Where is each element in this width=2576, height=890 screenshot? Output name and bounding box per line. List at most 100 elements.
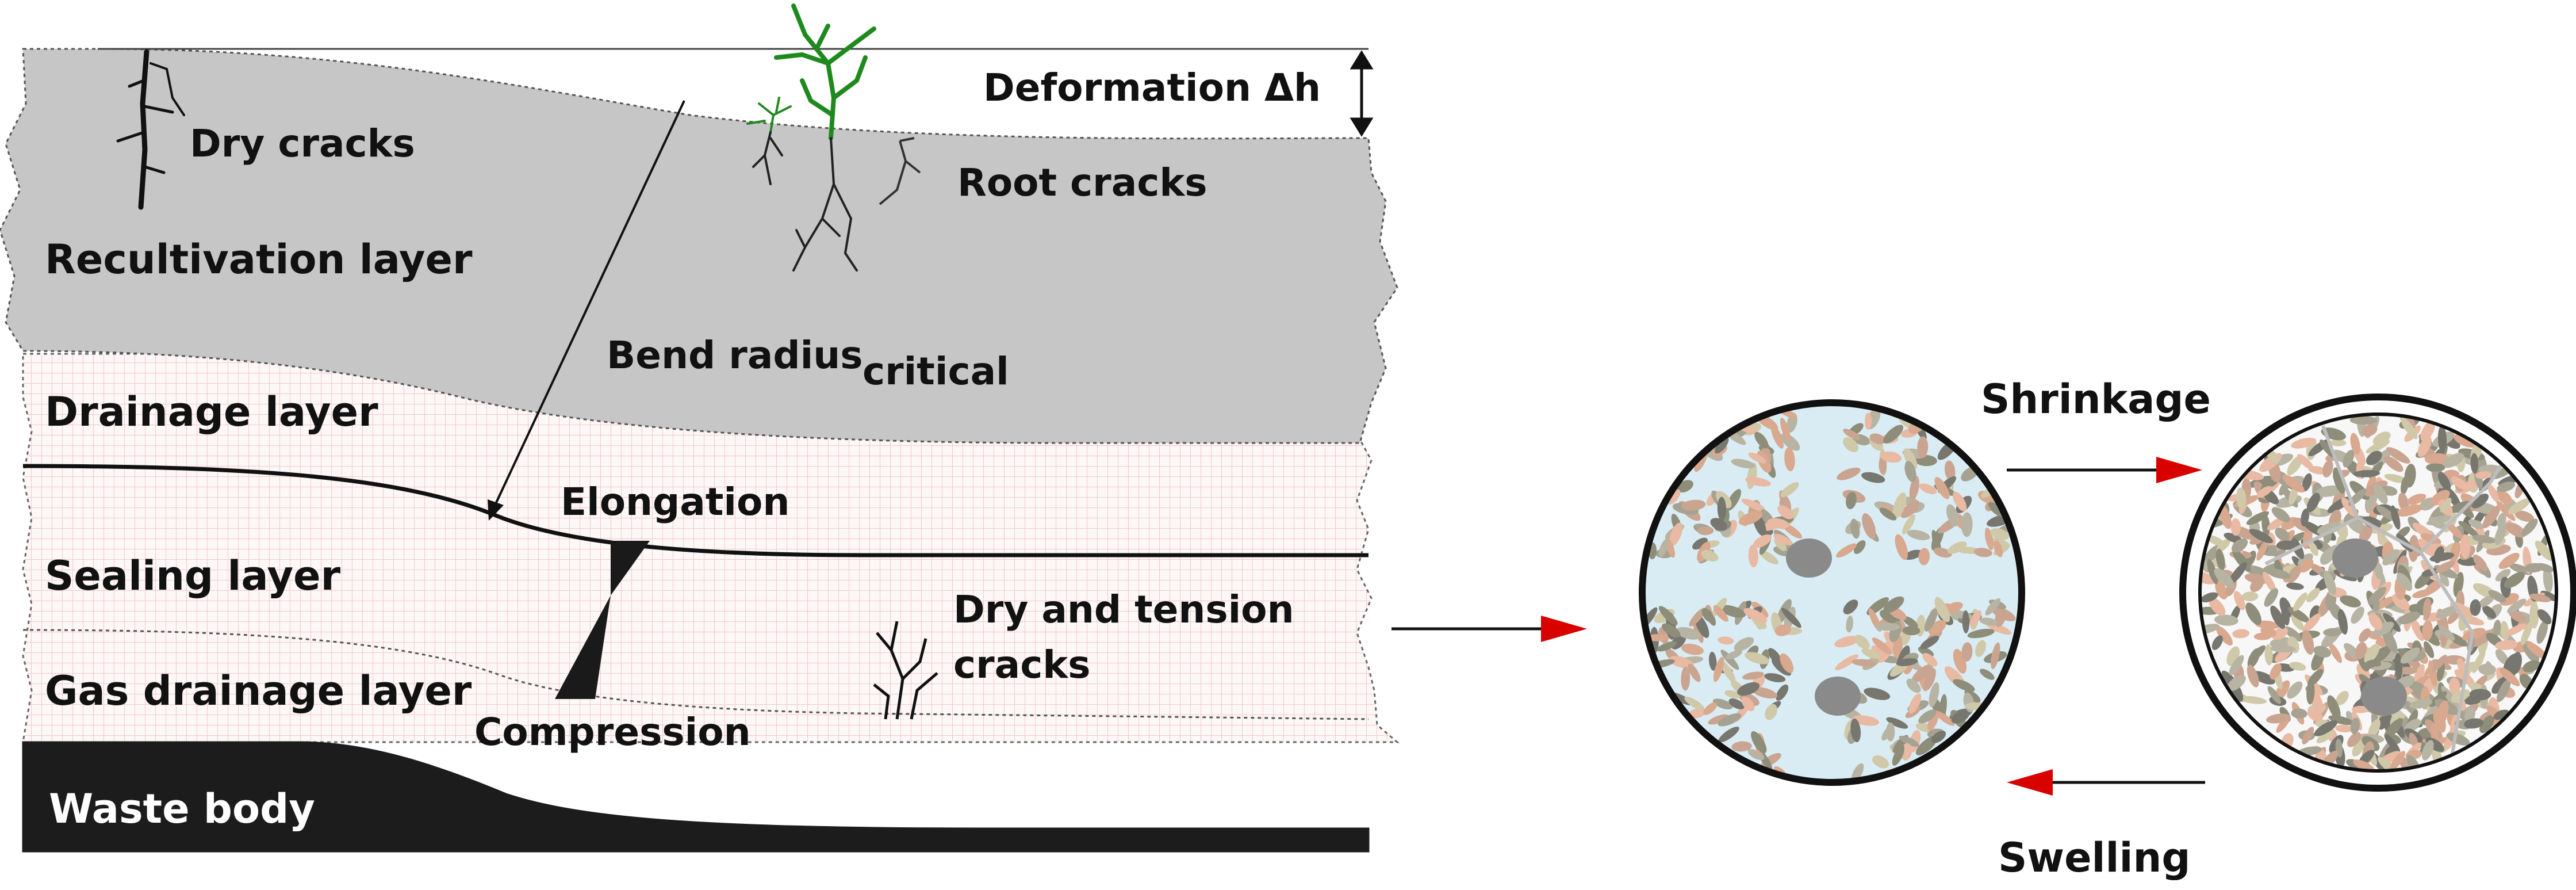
soil-particle xyxy=(1903,448,1918,470)
soil-particle xyxy=(1862,513,1876,539)
soil-particle xyxy=(2250,645,2266,661)
soil-particle xyxy=(1720,650,1739,670)
sealing-layer-label: Sealing layer xyxy=(45,552,341,599)
soil-particle xyxy=(1765,704,1777,720)
soil-particle xyxy=(2521,518,2538,536)
soil-particle xyxy=(2302,630,2314,655)
soil-particle xyxy=(2505,522,2526,538)
soil-particle xyxy=(1657,641,1677,652)
drainage-sealing-line xyxy=(22,629,1369,720)
soil-particle xyxy=(2472,650,2486,674)
soil-particle xyxy=(1739,511,1763,526)
soil-particle xyxy=(1710,518,1727,530)
soil-particle xyxy=(2231,538,2248,553)
soil-particle xyxy=(2275,528,2290,541)
soil-particle xyxy=(2426,463,2445,472)
soil-particle xyxy=(2276,540,2297,551)
soil-particle xyxy=(2282,475,2305,493)
elongation-label: Elongation xyxy=(561,480,789,524)
soil-particle xyxy=(1904,461,1916,482)
soil-particle xyxy=(2256,539,2269,561)
soil-particle xyxy=(2428,517,2445,529)
soil-particle xyxy=(1931,731,1946,743)
soil-particle xyxy=(1713,656,1724,682)
soil-particle xyxy=(1780,482,1799,498)
soil-particle xyxy=(2496,501,2516,521)
root-cracks-icon xyxy=(879,137,921,205)
soil-particle xyxy=(1944,460,1956,481)
soil-particle xyxy=(2396,504,2423,517)
soil-particle xyxy=(1951,710,1969,724)
soil-particle xyxy=(1892,492,1907,519)
soil-particle xyxy=(1883,425,1904,444)
bend-radius-subscript: critical xyxy=(862,349,1009,394)
soil-particle xyxy=(1923,668,1936,691)
soil-particle xyxy=(1851,659,1877,667)
soil-particle xyxy=(2349,415,2378,425)
soil-particle xyxy=(2264,588,2279,607)
soil-particle xyxy=(2406,494,2426,505)
soil-particle xyxy=(1979,617,1999,626)
soil-particle xyxy=(1774,537,1787,551)
soil-particle xyxy=(2293,592,2307,612)
soil-particle xyxy=(2471,494,2489,509)
soil-particle xyxy=(1918,548,1930,566)
soil-particle xyxy=(1745,652,1770,664)
transition-arrow xyxy=(1392,616,1587,642)
soil-particle xyxy=(2374,483,2388,505)
shrinkage-arrow xyxy=(2007,457,2202,483)
soil-particle xyxy=(1902,616,1918,628)
soil-particle xyxy=(2267,686,2281,704)
soil-particle xyxy=(1947,541,1967,554)
soil-particle xyxy=(1918,709,1937,724)
soil-particle xyxy=(1751,731,1767,754)
soil-particle xyxy=(2460,534,2471,559)
soil-particle xyxy=(2270,645,2296,653)
soil-particle xyxy=(1666,489,1681,505)
soil-particle xyxy=(1646,634,1670,641)
soil-particle xyxy=(1953,679,1975,692)
soil-particle xyxy=(1843,429,1860,440)
soil-particle xyxy=(2478,663,2496,675)
soil-particle xyxy=(2306,587,2320,602)
soil-particle xyxy=(2430,490,2450,506)
soil-particle xyxy=(1879,456,1887,475)
soil-particle xyxy=(1754,431,1769,449)
soil-particle xyxy=(1836,543,1857,558)
soil-particle xyxy=(2417,436,2432,457)
soil-particle xyxy=(1864,687,1891,700)
soil-particle xyxy=(1780,653,1794,674)
soil-particle xyxy=(1708,714,1729,725)
soil-particle xyxy=(1903,549,1923,560)
soil-particle xyxy=(1879,507,1897,521)
soil-particle xyxy=(1719,605,1746,618)
soil-particle xyxy=(2302,473,2312,492)
soil-particle xyxy=(2256,486,2272,498)
soil-particle xyxy=(2352,705,2369,713)
soil-particle xyxy=(2236,487,2247,509)
stone xyxy=(2332,538,2378,578)
soil-particle xyxy=(1837,467,1861,480)
stone xyxy=(1786,538,1832,578)
soil-particle xyxy=(2373,621,2394,636)
soil-particle xyxy=(2241,591,2259,602)
strain-wedge xyxy=(555,541,650,699)
soil-particle xyxy=(1747,749,1765,761)
soil-particle xyxy=(2288,486,2298,505)
soil-particle xyxy=(1692,617,1704,643)
soil-circle-swollen xyxy=(1639,399,2025,786)
recultivation-layer-label: Recultivation layer xyxy=(45,236,473,283)
soil-particle xyxy=(1994,540,2003,557)
soil-particle xyxy=(2362,659,2379,670)
soil-particle xyxy=(1689,608,1706,627)
soil-particle xyxy=(2353,759,2375,771)
soil-particle xyxy=(1896,658,1918,666)
soil-particle xyxy=(2349,480,2370,500)
soil-particle xyxy=(2514,510,2535,522)
soil-particle xyxy=(1929,682,1939,708)
soil-particle xyxy=(1918,647,1934,657)
soil-particle xyxy=(1737,682,1760,696)
soil-particle xyxy=(2374,563,2383,579)
soil-particle xyxy=(2255,620,2280,629)
